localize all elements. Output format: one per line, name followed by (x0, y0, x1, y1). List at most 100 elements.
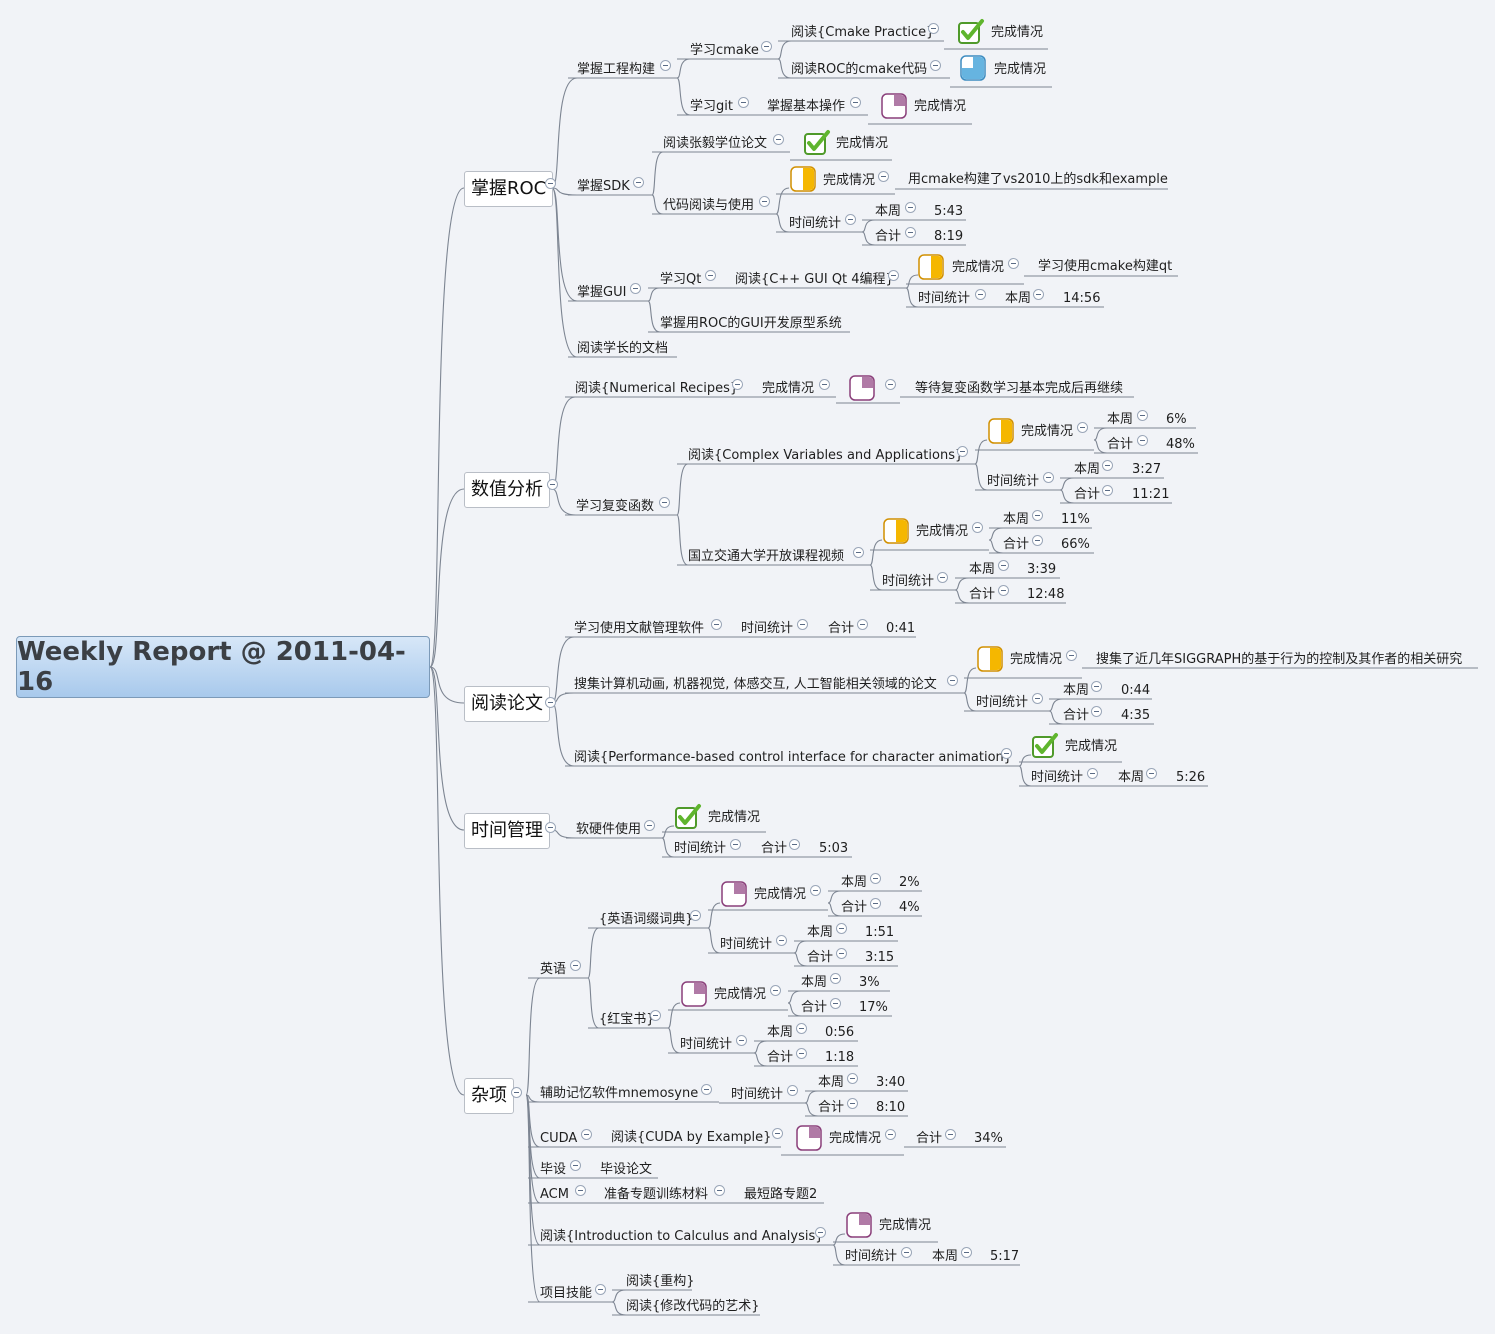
value-mn-total[interactable]: 8:10 (876, 1100, 906, 1115)
node-week[interactable]: 本周 (1005, 291, 1032, 306)
node-sdk-thesis[interactable]: 阅读张毅学位论文 (663, 136, 768, 151)
value-red-pt[interactable]: 17% (859, 1000, 888, 1015)
value-cva-tt[interactable]: 11:21 (1132, 487, 1170, 502)
collapse-toggle[interactable] (1008, 258, 1019, 269)
collapse-toggle[interactable] (857, 619, 868, 630)
node-total[interactable]: 合计 (841, 900, 868, 915)
collapse-toggle[interactable] (595, 1284, 606, 1295)
collapse-toggle[interactable] (690, 910, 701, 921)
node-search-note[interactable]: 搜集了近几年SIGGRAPH的基于行为的控制及其作者的相关研究 (1096, 652, 1463, 667)
collapse-toggle[interactable] (796, 1048, 807, 1059)
value-dict-tw[interactable]: 1:51 (865, 925, 895, 940)
collapse-toggle[interactable] (776, 935, 787, 946)
node-done[interactable]: 完成情况 (879, 1218, 932, 1233)
collapse-toggle[interactable] (660, 60, 671, 71)
node-proj[interactable]: 项目技能 (540, 1286, 593, 1301)
node-perf[interactable]: 阅读{Performance-based control interface f… (574, 750, 1013, 765)
collapse-toggle[interactable] (905, 227, 916, 238)
node-mnemosyne[interactable]: 辅助记忆软件mnemosyne (540, 1086, 699, 1101)
node-video[interactable]: 国立交通大学开放课程视频 (688, 549, 845, 564)
node-total[interactable]: 合计 (916, 1131, 943, 1146)
node-acm-prep[interactable]: 准备专题训练材料 (604, 1187, 709, 1202)
node-done[interactable]: 完成情况 (994, 62, 1047, 77)
collapse-toggle[interactable] (772, 1128, 783, 1139)
collapse-toggle[interactable] (1137, 435, 1148, 446)
collapse-toggle[interactable] (870, 873, 881, 884)
node-nr-note[interactable]: 等待复变函数学习基本完成后再继续 (915, 381, 1124, 396)
collapse-toggle[interactable] (787, 1085, 798, 1096)
node-week[interactable]: 本周 (801, 975, 828, 990)
node-cmake[interactable]: 学习cmake (690, 43, 759, 58)
collapse-toggle[interactable] (830, 998, 841, 1009)
node-proj-r2[interactable]: 阅读{修改代码的艺术} (626, 1299, 760, 1314)
node-week[interactable]: 本周 (841, 875, 868, 890)
node-total[interactable]: 合计 (969, 587, 996, 602)
value-video-pt[interactable]: 66% (1061, 537, 1090, 552)
collapse-toggle[interactable] (730, 839, 741, 850)
node-stat[interactable]: 时间统计 (882, 574, 935, 589)
node-done[interactable]: 完成情况 (1010, 652, 1063, 667)
collapse-toggle[interactable] (815, 1227, 826, 1238)
node-english[interactable]: 英语 (540, 962, 567, 977)
node-week[interactable]: 本周 (875, 204, 902, 219)
node-week[interactable]: 本周 (969, 562, 996, 577)
collapse-toggle[interactable] (738, 97, 749, 108)
node-total[interactable]: 合计 (1063, 708, 1090, 723)
collapse-toggle[interactable] (1032, 510, 1043, 521)
collapse-toggle[interactable] (845, 214, 856, 225)
collapse-toggle[interactable] (847, 1098, 858, 1109)
collapse-toggle[interactable] (1043, 472, 1054, 483)
collapse-toggle[interactable] (947, 675, 958, 686)
node-stat[interactable]: 时间统计 (1031, 770, 1084, 785)
collapse-toggle[interactable] (998, 560, 1009, 571)
value-red-tt[interactable]: 1:18 (825, 1050, 855, 1065)
collapse-toggle[interactable] (930, 60, 941, 71)
collapse-toggle[interactable] (885, 1129, 896, 1140)
collapse-toggle[interactable] (770, 985, 781, 996)
collapse-toggle[interactable] (975, 289, 986, 300)
collapse-toggle[interactable] (1146, 768, 1157, 779)
node-cuda-read[interactable]: 阅读{CUDA by Example} (611, 1130, 772, 1145)
collapse-toggle[interactable] (796, 1023, 807, 1034)
collapse-toggle[interactable] (711, 619, 722, 630)
value-cva-tw[interactable]: 3:27 (1132, 462, 1162, 477)
value-search-week[interactable]: 0:44 (1121, 683, 1151, 698)
value-cva-pw[interactable]: 6% (1166, 412, 1187, 427)
collapse-toggle[interactable] (928, 23, 939, 34)
node-week[interactable]: 本周 (1107, 412, 1134, 427)
node-done[interactable]: 完成情况 (991, 25, 1044, 40)
node-sw[interactable]: 软硬件使用 (576, 822, 642, 837)
collapse-toggle[interactable] (937, 572, 948, 583)
topic-misc[interactable]: 杂项 (464, 1078, 514, 1114)
collapse-toggle[interactable] (901, 1247, 912, 1258)
value-sw-total[interactable]: 5:03 (819, 841, 849, 856)
node-stat[interactable]: 时间统计 (845, 1249, 898, 1264)
collapse-toggle[interactable] (945, 1129, 956, 1140)
collapse-toggle[interactable] (1032, 693, 1043, 704)
node-grad[interactable]: 毕设 (540, 1162, 567, 1177)
value-calc-week[interactable]: 5:17 (990, 1249, 1020, 1264)
collapse-toggle[interactable] (773, 134, 784, 145)
collapse-toggle[interactable] (836, 948, 847, 959)
node-done[interactable]: 完成情况 (916, 524, 969, 539)
node-stat[interactable]: 时间统计 (741, 621, 794, 636)
collapse-toggle[interactable] (1102, 485, 1113, 496)
node-build[interactable]: 掌握工程构建 (577, 62, 656, 77)
collapse-toggle[interactable] (575, 1185, 586, 1196)
value-ref-total[interactable]: 0:41 (886, 621, 916, 636)
collapse-toggle[interactable] (705, 270, 716, 281)
node-done[interactable]: 完成情况 (754, 887, 807, 902)
collapse-toggle[interactable] (878, 171, 889, 182)
collapse-toggle[interactable] (570, 960, 581, 971)
node-done[interactable]: 完成情况 (708, 810, 761, 825)
node-total[interactable]: 合计 (1107, 437, 1134, 452)
node-done[interactable]: 完成情况 (1065, 739, 1118, 754)
node-stat[interactable]: 时间统计 (789, 216, 842, 231)
node-done[interactable]: 完成情况 (823, 173, 876, 188)
collapse-toggle[interactable] (1032, 535, 1043, 546)
node-stat[interactable]: 时间统计 (976, 695, 1029, 710)
collapse-toggle[interactable] (789, 839, 800, 850)
node-proj-r1[interactable]: 阅读{重构} (626, 1274, 695, 1289)
collapse-toggle[interactable] (1137, 410, 1148, 421)
collapse-toggle[interactable] (701, 1084, 712, 1095)
